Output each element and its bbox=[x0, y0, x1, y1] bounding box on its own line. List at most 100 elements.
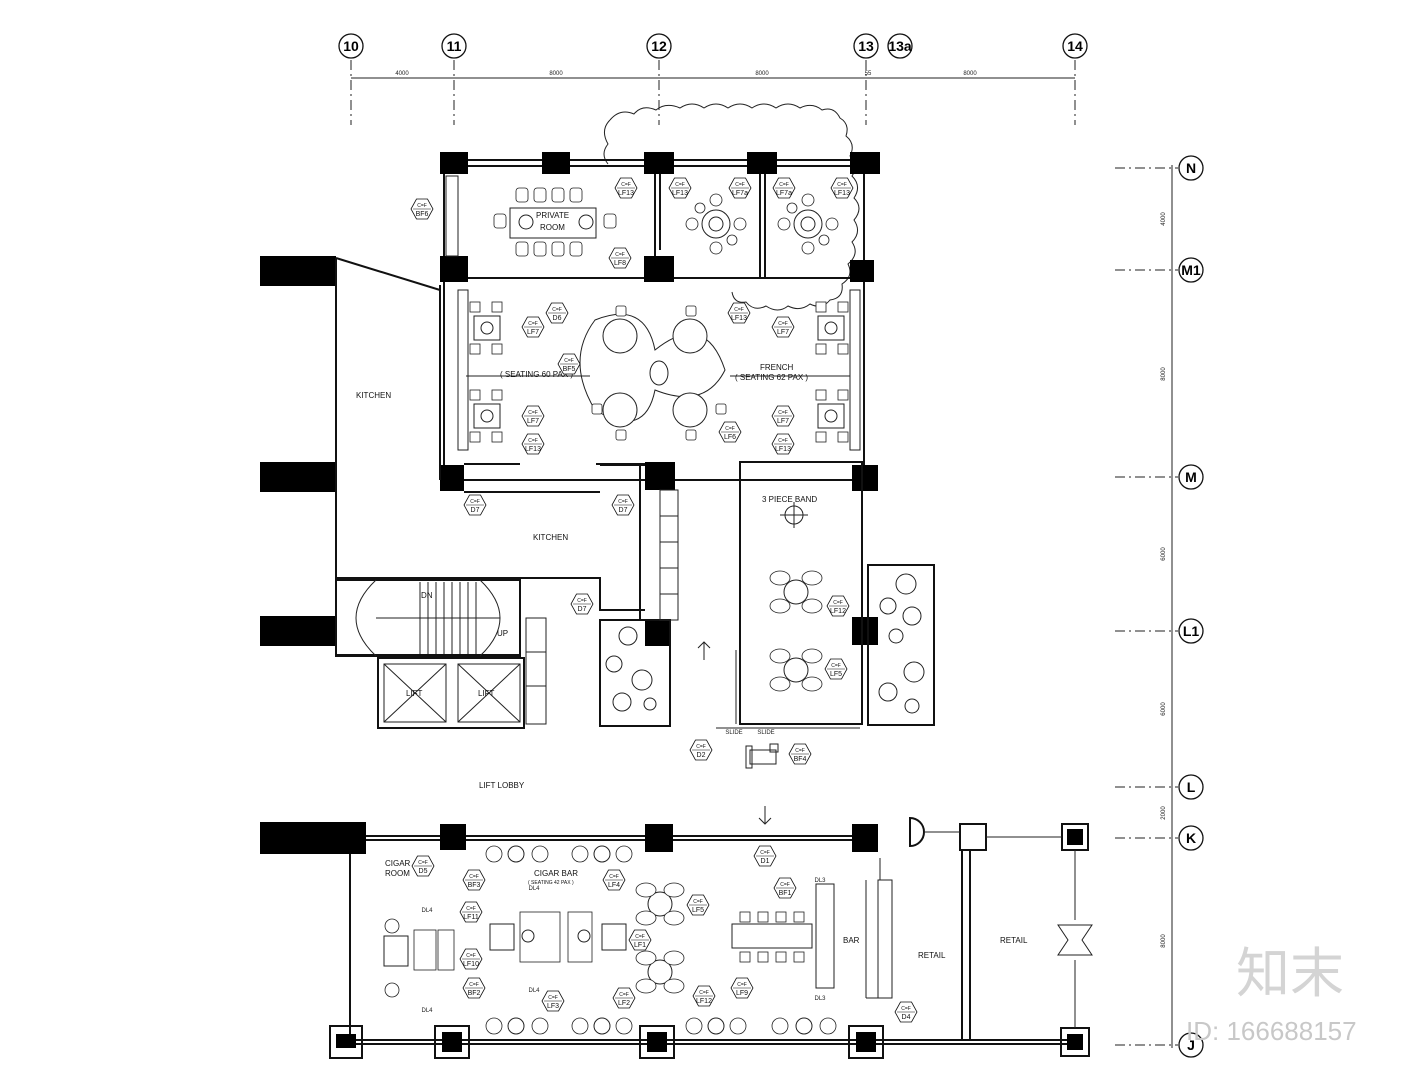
tag-code-text: D5 bbox=[419, 868, 428, 875]
tag-top-text: C=F bbox=[528, 438, 538, 444]
tag-top-text: C=F bbox=[780, 882, 790, 888]
tag-top-text: C=F bbox=[618, 499, 628, 505]
tag-code-text: LF9 bbox=[736, 990, 748, 997]
kitchen-label-second: KITCHEN bbox=[533, 533, 568, 542]
grid-bubble-col-13: 13 bbox=[853, 33, 879, 59]
svg-text:N: N bbox=[1186, 160, 1196, 176]
svg-text:55: 55 bbox=[865, 71, 872, 77]
dl3-label-1: DL3 bbox=[814, 878, 826, 884]
tag-code-text: D1 bbox=[761, 858, 770, 865]
booth-round-tables bbox=[685, 193, 839, 255]
tag-code-text: D2 bbox=[697, 752, 706, 759]
svg-text:M: M bbox=[1185, 469, 1197, 485]
tag-top-text: C=F bbox=[417, 203, 427, 209]
grid-bubble-col-10: 10 bbox=[338, 33, 364, 59]
tag-top-text: C=F bbox=[696, 744, 706, 750]
retail-label-1: RETAIL bbox=[918, 951, 946, 960]
retail-label-2: RETAIL bbox=[1000, 936, 1028, 945]
svg-text:10: 10 bbox=[343, 38, 359, 54]
cigar-room-label-1: CIGAR bbox=[385, 859, 411, 868]
svg-text:13a: 13a bbox=[888, 38, 912, 54]
kitchen-label-main: KITCHEN bbox=[356, 391, 391, 400]
material-tag-d6: C=FD6 bbox=[545, 302, 569, 324]
tag-top-text: C=F bbox=[466, 906, 476, 912]
cigar-bar-label: CIGAR BAR bbox=[534, 869, 578, 878]
material-tag-lf13: C=F LF13 bbox=[830, 177, 854, 199]
planter-plants bbox=[605, 573, 925, 714]
tag-top-text: C=F bbox=[737, 982, 747, 988]
svg-text:M1: M1 bbox=[1181, 262, 1201, 278]
svg-text:J: J bbox=[1187, 1037, 1195, 1053]
slide-label-2: SLIDE bbox=[757, 730, 774, 736]
svg-text:6000: 6000 bbox=[1161, 547, 1167, 561]
grid-bubble-col-11: 11 bbox=[441, 33, 467, 59]
tag-code-text: D6 bbox=[553, 315, 562, 322]
tag-top-text: C=F bbox=[621, 182, 631, 188]
tag-top-text: C=F bbox=[833, 600, 843, 606]
tag-code-text: LF13 bbox=[834, 190, 850, 197]
tag-top-text: C=F bbox=[699, 990, 709, 996]
private-room-furniture: PRIVATE ROOM bbox=[445, 175, 617, 257]
svg-text:11: 11 bbox=[447, 38, 462, 54]
tag-code-text: LF7a bbox=[776, 190, 792, 197]
svg-text:6000: 6000 bbox=[1161, 702, 1167, 716]
tag-top-text: C=F bbox=[619, 992, 629, 998]
lift-2-label: LIFT bbox=[478, 689, 495, 698]
material-tag-lf9: C=F LF9 bbox=[730, 977, 754, 999]
row-dimensions: 4000 8000 6000 6000 2000 8000 bbox=[1161, 212, 1167, 948]
dl3-label-2: DL3 bbox=[814, 996, 826, 1002]
tag-top-text: C=F bbox=[735, 182, 745, 188]
tag-code-text: LF13 bbox=[672, 190, 688, 197]
lift-lobby-label: LIFT LOBBY bbox=[479, 781, 525, 790]
tag-top-text: C=F bbox=[831, 663, 841, 669]
tag-top-text: C=F bbox=[528, 410, 538, 416]
svg-text:13: 13 bbox=[858, 38, 874, 54]
tag-top-text: C=F bbox=[901, 1006, 911, 1012]
tag-code-text: D7 bbox=[578, 606, 587, 613]
tag-code-text: LF7 bbox=[777, 418, 789, 425]
cigar-bar-seating: ( SEATING 42 PAX ) bbox=[528, 880, 574, 886]
material-tag-d4: C=FD4 bbox=[894, 1001, 918, 1023]
svg-text:8000: 8000 bbox=[755, 71, 769, 77]
tag-top-text: C=F bbox=[418, 860, 428, 866]
svg-text:K: K bbox=[1186, 830, 1196, 846]
bar-label: BAR bbox=[843, 936, 860, 945]
stair-and-lifts: DN UP LIFT LIFT bbox=[335, 579, 547, 729]
lower-floor-walls bbox=[260, 816, 1093, 1059]
grid-bubble-row-J: J bbox=[1178, 1032, 1204, 1058]
material-tag-d1: C=FD1 bbox=[753, 845, 777, 867]
column-dimensions: 4000 8000 8000 55 8000 bbox=[395, 71, 977, 77]
tag-code-text: LF8 bbox=[614, 260, 626, 267]
watermark-logo: 知末 bbox=[1236, 944, 1344, 1004]
tag-top-text: C=F bbox=[837, 182, 847, 188]
tag-code-text: LF12 bbox=[830, 608, 846, 615]
tag-code-text: LF13 bbox=[618, 190, 634, 197]
french-label: FRENCH bbox=[760, 363, 794, 372]
tag-code-text: BF3 bbox=[468, 882, 481, 889]
tag-code-text: LF13 bbox=[775, 446, 791, 453]
svg-text:2000: 2000 bbox=[1161, 806, 1167, 820]
tag-top-text: C=F bbox=[635, 934, 645, 940]
stair-up-label: UP bbox=[497, 629, 508, 638]
tag-code-text: BF4 bbox=[794, 756, 807, 763]
material-tag-d5: C=F D5 bbox=[411, 855, 435, 877]
material-tag-d7: C=FD7 bbox=[570, 593, 594, 615]
tag-code-text: BF5 bbox=[563, 366, 576, 373]
stair-treads bbox=[419, 582, 477, 654]
tag-top-text: C=F bbox=[528, 321, 538, 327]
